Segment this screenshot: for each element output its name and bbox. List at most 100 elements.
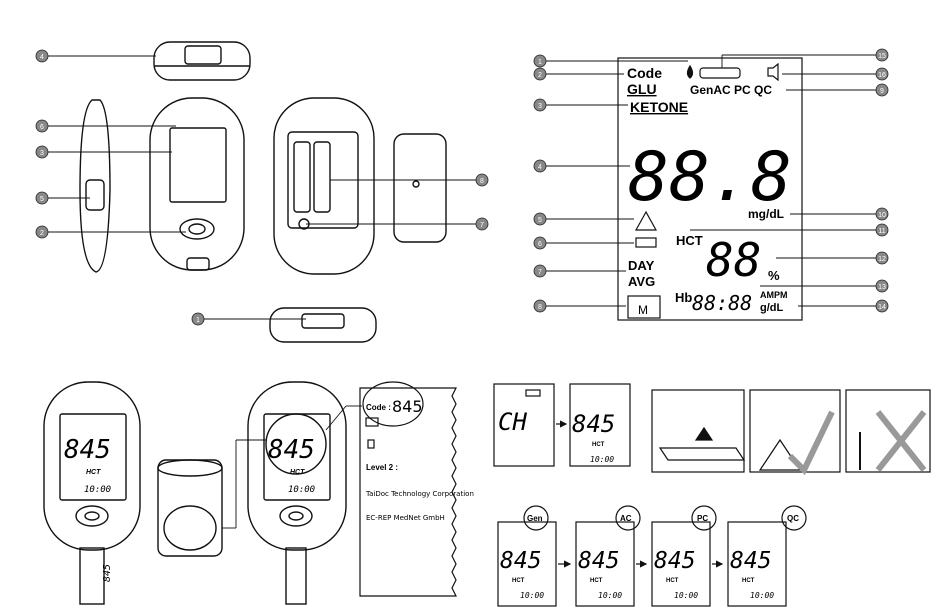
lcd-callout-number: 4 <box>538 164 542 171</box>
lcd-callout-circle <box>533 54 547 68</box>
device-callout-number: 8 <box>480 178 484 185</box>
meter1-reading: 845 <box>64 435 111 465</box>
strip-vial <box>157 459 223 557</box>
lcd-hct-label: HCT <box>676 233 703 248</box>
lcd-callout-circle <box>533 212 547 226</box>
lcd-callout-number: 2 <box>538 72 542 79</box>
lcd-callout-circle <box>875 299 889 313</box>
device-callout-number: 4 <box>40 54 44 61</box>
mode-ac-label: AC <box>620 514 632 523</box>
lcd-callout-number: 9 <box>880 88 884 95</box>
device-callout-circle <box>475 173 489 187</box>
lcd-callout-circle <box>875 48 889 62</box>
meter-with-strip <box>43 381 141 605</box>
speaker-icon <box>767 62 779 82</box>
vial-ec-rep: EC-REP MedNet GmbH <box>366 514 445 522</box>
device-callout-circle <box>35 119 49 133</box>
lcd-callout-circle <box>533 67 547 81</box>
screen-reading-time: 10:00 <box>590 455 614 464</box>
meter2-hct: HCT <box>290 469 305 476</box>
meter1-time: 10:00 <box>84 485 111 495</box>
vial-code-value: 845 <box>392 397 423 416</box>
device-callout-circle <box>35 225 49 239</box>
mode-screen-time: 10:00 <box>750 591 774 600</box>
lcd-day-label: DAY <box>628 258 655 273</box>
device-leader-lines <box>48 55 476 320</box>
device-callout-number: 3 <box>40 150 44 157</box>
mode-screens <box>497 505 807 607</box>
battery-icon <box>635 237 657 248</box>
mode-screen-hct: HCT <box>590 578 603 584</box>
lcd-avg-label: AVG <box>628 274 655 289</box>
sample-application-panels <box>651 389 931 476</box>
mode-screen-reading: 845 <box>730 548 772 574</box>
lcd-main-digits: 88.8 <box>628 138 792 217</box>
mode-screen-reading: 845 <box>500 548 542 574</box>
vial-label-card <box>359 381 457 597</box>
lcd-callout-circle <box>533 236 547 250</box>
lcd-callout-circle <box>875 83 889 97</box>
screen-ch <box>493 383 555 467</box>
lcd-callout-circle <box>533 299 547 313</box>
device-callout-circle <box>35 49 49 63</box>
vial-connector-lines <box>222 405 362 529</box>
device-callout-number: 7 <box>480 222 484 229</box>
battery-cover <box>393 133 447 243</box>
device-callout-number: 6 <box>40 124 44 131</box>
device-callout-circle <box>475 217 489 231</box>
lcd-callout-number: 14 <box>878 304 886 311</box>
screen-reading-hct: HCT <box>592 442 605 448</box>
device-callout-number: 1 <box>196 317 200 324</box>
mode-screen-hct: HCT <box>512 578 525 584</box>
mode-screen-time: 10:00 <box>520 591 544 600</box>
mode-screen-time: 10:00 <box>674 591 698 600</box>
device-callout-number: 5 <box>40 196 44 203</box>
meter-top-view <box>153 41 251 81</box>
lcd-display-frame <box>617 57 803 321</box>
strip-code: 845 <box>102 564 113 582</box>
lcd-callout-number: 3 <box>538 103 542 110</box>
device-callout-circle <box>35 191 49 205</box>
lcd-ketone-label: KETONE <box>630 99 688 115</box>
screen-ch-text: CH <box>498 408 527 436</box>
mode-pc-label: PC <box>697 514 708 523</box>
mode-screen-time: 10:00 <box>598 591 622 600</box>
blood-drop-icon <box>686 64 694 79</box>
lcd-memory-label: M <box>638 303 648 317</box>
mode-screen-reading: 845 <box>578 548 620 574</box>
lcd-ampm: AMPM <box>760 290 788 300</box>
meter-side-view <box>79 99 111 273</box>
meter2-time: 10:00 <box>288 485 315 495</box>
lcd-callout-circle <box>875 67 889 81</box>
device-callout-number: 2 <box>40 230 44 237</box>
lcd-callout-circle <box>875 223 889 237</box>
cross-icon <box>875 410 927 472</box>
meter-front-view <box>149 97 245 271</box>
lcd-glu-label: GLU <box>627 81 657 97</box>
lcd-callout-circle <box>875 207 889 221</box>
lcd-callout-number: 6 <box>538 241 542 248</box>
mode-screen-hct: HCT <box>742 578 755 584</box>
lcd-callout-number: 1 <box>538 59 542 66</box>
lcd-callout-number: 15 <box>878 53 886 60</box>
screen-reading-text: 845 <box>572 410 615 438</box>
screen-reading <box>569 383 631 467</box>
mode-qc-label: QC <box>787 514 799 523</box>
lcd-percent: % <box>768 268 780 283</box>
device-callout-circle <box>191 312 205 326</box>
lcd-callout-number: 5 <box>538 217 542 224</box>
lcd-code-label: Code <box>627 65 662 81</box>
lcd-time-digits: 88:88 <box>692 291 752 315</box>
test-strip-icon <box>699 67 741 79</box>
lcd-callout-number: 12 <box>878 256 886 263</box>
mode-screen-reading: 845 <box>654 548 696 574</box>
lcd-callout-circle <box>533 98 547 112</box>
lcd-mode-labels: GenAC PC QC <box>690 83 772 97</box>
device-callout-circle <box>35 145 49 159</box>
lcd-callout-number: 11 <box>878 228 885 235</box>
vial-code-label: Code : <box>366 403 391 412</box>
lcd-gdl: g/dL <box>760 302 783 314</box>
lcd-hct-digits: 88 <box>706 233 761 287</box>
